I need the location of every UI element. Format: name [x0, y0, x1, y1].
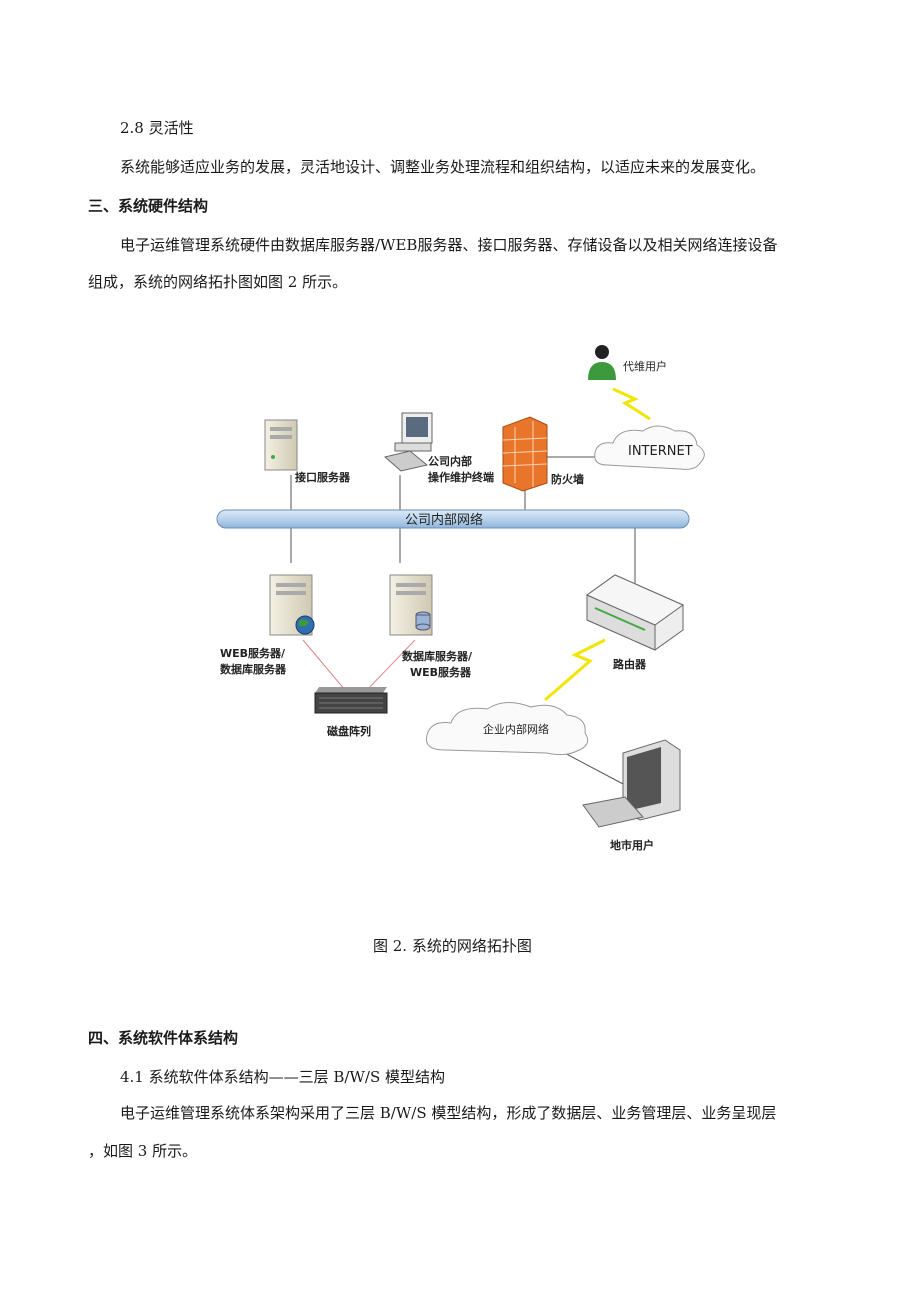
web-server-icon: [269, 574, 315, 636]
disk-array-label: 磁盘阵列: [327, 724, 371, 738]
internet-cloud-icon: [594, 425, 705, 470]
city-user-computer-icon: [582, 739, 681, 828]
enterprise-network-label: 企业内部网络: [483, 722, 549, 736]
section-2-8-heading: 2.8 灵活性: [120, 119, 194, 137]
database-server-icon: [389, 574, 433, 636]
terminal-label-line2: 操作维护终端: [428, 470, 494, 484]
disk-array-icon: [314, 687, 388, 714]
firewall-label: 防火墙: [551, 472, 584, 486]
figure-caption: 图 2. 系统的网络拓扑图: [373, 937, 532, 955]
network-topology-diagram: 代维用户 INTERNET 接口服务器 公司内部 操作维护终端 防火墙 公司内部…: [216, 345, 705, 852]
lightning-icon: [612, 387, 651, 421]
lightning-icon: [544, 638, 606, 702]
web-db-server-label-line2: 数据库服务器: [220, 662, 287, 676]
company-network-label: 公司内部网络: [405, 512, 483, 528]
section-4-heading: 四、系统软件体系结构: [88, 1029, 239, 1047]
section-2-8-body: 系统能够适应业务的发展，灵活地设计、调整业务处理流程和组织结构，以适应未来的发展…: [120, 158, 766, 176]
section-3-para-line2: 组成，系统的网络拓扑图如图 2 所示。: [88, 273, 348, 291]
connection-lines: [290, 456, 636, 786]
company-network-bus: [216, 509, 690, 529]
city-user-label: 地市用户: [610, 838, 654, 852]
section-3-heading: 三、系统硬件结构: [88, 197, 209, 215]
interface-server-label: 接口服务器: [295, 470, 351, 484]
db-web-server-label-line1: 数据库服务器/: [402, 649, 473, 663]
db-web-server-label-line2: WEB服务器: [410, 665, 472, 679]
web-db-server-label-line1: WEB服务器/: [220, 646, 286, 660]
proxy-user-icon: [588, 345, 616, 380]
proxy-user-label: 代维用户: [623, 359, 667, 373]
internet-label: INTERNET: [628, 444, 693, 459]
router-icon: [585, 574, 685, 651]
terminal-computer-icon: [383, 412, 433, 472]
section-4-subheading: 4.1 系统软件体系结构——三层 B/W/S 模型结构: [120, 1068, 445, 1086]
interface-server-icon: [264, 419, 298, 471]
firewall-icon: [502, 416, 548, 492]
enterprise-network-cloud-icon: [425, 702, 589, 756]
section-4-para-line2: ，如图 3 所示。: [88, 1142, 198, 1160]
section-4-para-line1: 电子运维管理系统体系架构采用了三层 B/W/S 模型结构，形成了数据层、业务管理…: [120, 1104, 777, 1122]
terminal-label-line1: 公司内部: [428, 454, 472, 468]
section-3-para-line1: 电子运维管理系统硬件由数据库服务器/WEB服务器、接口服务器、存储设备以及相关网…: [120, 236, 778, 254]
router-label: 路由器: [613, 657, 647, 671]
